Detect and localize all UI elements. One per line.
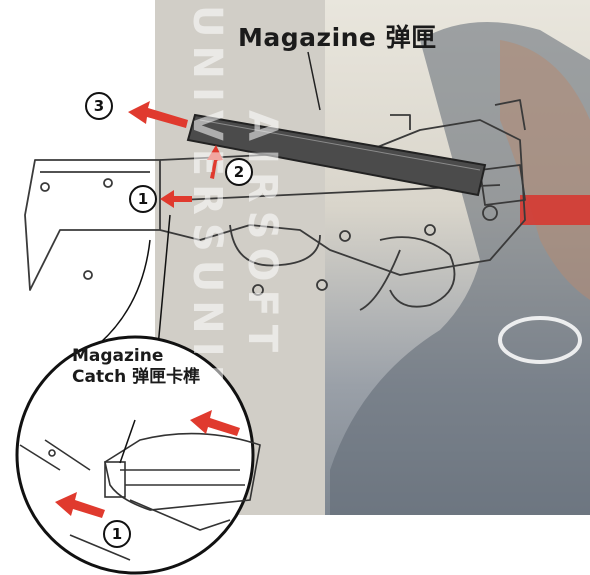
step-2-marker: 2: [225, 158, 253, 186]
arrow-detail-b: [55, 492, 105, 518]
detail-step-1-marker: 1: [103, 520, 131, 548]
arrow-detail-a: [190, 410, 240, 436]
arrow-step1: [160, 190, 192, 208]
magazine-label: Magazine 弹匣: [238, 23, 437, 52]
catch-label-line2: Catch 弹匣卡榫: [72, 367, 201, 387]
magazine-shape: [186, 113, 487, 197]
step-1-marker: 1: [129, 185, 157, 213]
arrow-step2: [207, 145, 223, 179]
catch-label-line1: Magazine: [72, 346, 164, 366]
step-3-marker: 3: [85, 92, 113, 120]
watermark-line1: UNIVERSUNIP: [184, 5, 230, 402]
arrow-step3: [128, 101, 188, 128]
watermark-line2: AIRSOFT: [239, 110, 285, 361]
magazine-catch-label: Magazine Catch 弹匣卡榫: [72, 346, 200, 388]
